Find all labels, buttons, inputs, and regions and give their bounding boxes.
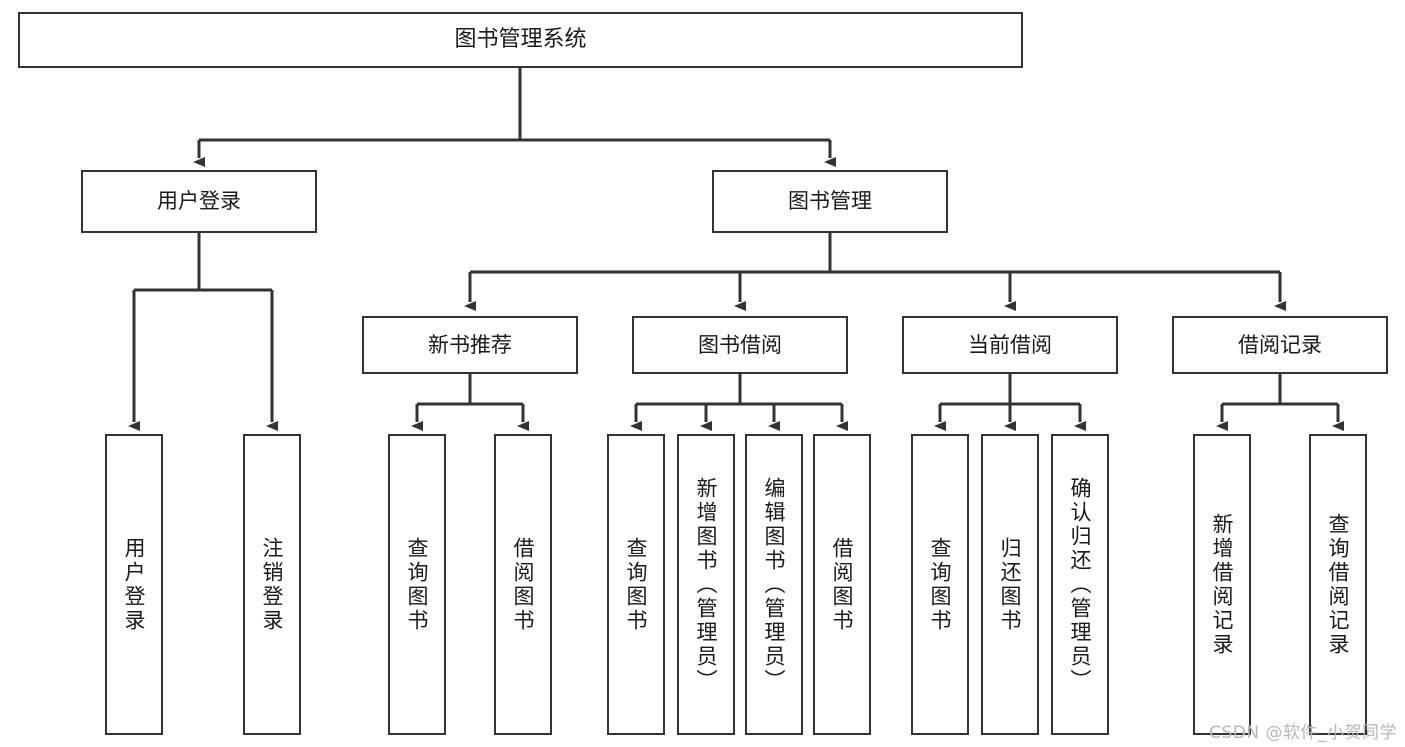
node-leaf-add-record[interactable]: 新增借阅记录 (1193, 434, 1251, 735)
node-leaf-query-book-2-label: 查询图书 (624, 536, 649, 633)
node-current-borrow-label: 当前借阅 (968, 332, 1052, 357)
node-user-login-label: 用户登录 (157, 189, 241, 214)
node-leaf-borrow-book-1-label: 借阅图书 (511, 536, 536, 633)
node-leaf-query-record[interactable]: 查询借阅记录 (1309, 434, 1367, 735)
node-leaf-logout-login-label: 注销登录 (260, 536, 285, 633)
node-leaf-return-book[interactable]: 归还图书 (981, 434, 1039, 735)
node-leaf-add-record-label: 新增借阅记录 (1210, 512, 1235, 657)
node-leaf-user-login-label: 用户登录 (122, 536, 147, 633)
node-leaf-add-book-label: 新增图书（管理员） (694, 476, 719, 693)
node-leaf-borrow-book-2-label: 借阅图书 (830, 536, 855, 633)
node-borrow-record[interactable]: 借阅记录 (1172, 316, 1388, 374)
node-leaf-add-book[interactable]: 新增图书（管理员） (677, 434, 735, 735)
node-leaf-logout-login[interactable]: 注销登录 (243, 434, 301, 735)
node-borrow-record-label: 借阅记录 (1238, 332, 1322, 357)
node-leaf-confirm-return[interactable]: 确认归还（管理员） (1051, 434, 1109, 735)
node-leaf-query-book-1-label: 查询图书 (405, 536, 430, 633)
node-new-book-recommend[interactable]: 新书推荐 (362, 316, 578, 374)
node-book-borrow-label: 图书借阅 (698, 332, 782, 357)
node-book-management-label: 图书管理 (788, 189, 872, 214)
node-book-management[interactable]: 图书管理 (712, 170, 948, 233)
node-leaf-edit-book-label: 编辑图书（管理员） (762, 476, 787, 693)
node-leaf-query-book-3-label: 查询图书 (928, 536, 953, 633)
node-root-label: 图书管理系统 (454, 27, 587, 53)
node-user-login[interactable]: 用户登录 (81, 170, 317, 233)
node-leaf-borrow-book-1[interactable]: 借阅图书 (494, 434, 552, 735)
node-leaf-query-book-1[interactable]: 查询图书 (388, 434, 446, 735)
node-new-book-recommend-label: 新书推荐 (428, 332, 512, 357)
node-leaf-query-record-label: 查询借阅记录 (1326, 512, 1351, 657)
node-leaf-user-login[interactable]: 用户登录 (105, 434, 163, 735)
node-leaf-confirm-return-label: 确认归还（管理员） (1068, 476, 1093, 693)
node-current-borrow[interactable]: 当前借阅 (902, 316, 1118, 374)
node-leaf-query-book-3[interactable]: 查询图书 (911, 434, 969, 735)
node-leaf-return-book-label: 归还图书 (998, 536, 1023, 633)
node-leaf-borrow-book-2[interactable]: 借阅图书 (813, 434, 871, 735)
node-leaf-edit-book[interactable]: 编辑图书（管理员） (745, 434, 803, 735)
node-root-book-management-system[interactable]: 图书管理系统 (18, 12, 1023, 68)
node-book-borrow[interactable]: 图书借阅 (632, 316, 848, 374)
node-leaf-query-book-2[interactable]: 查询图书 (607, 434, 665, 735)
